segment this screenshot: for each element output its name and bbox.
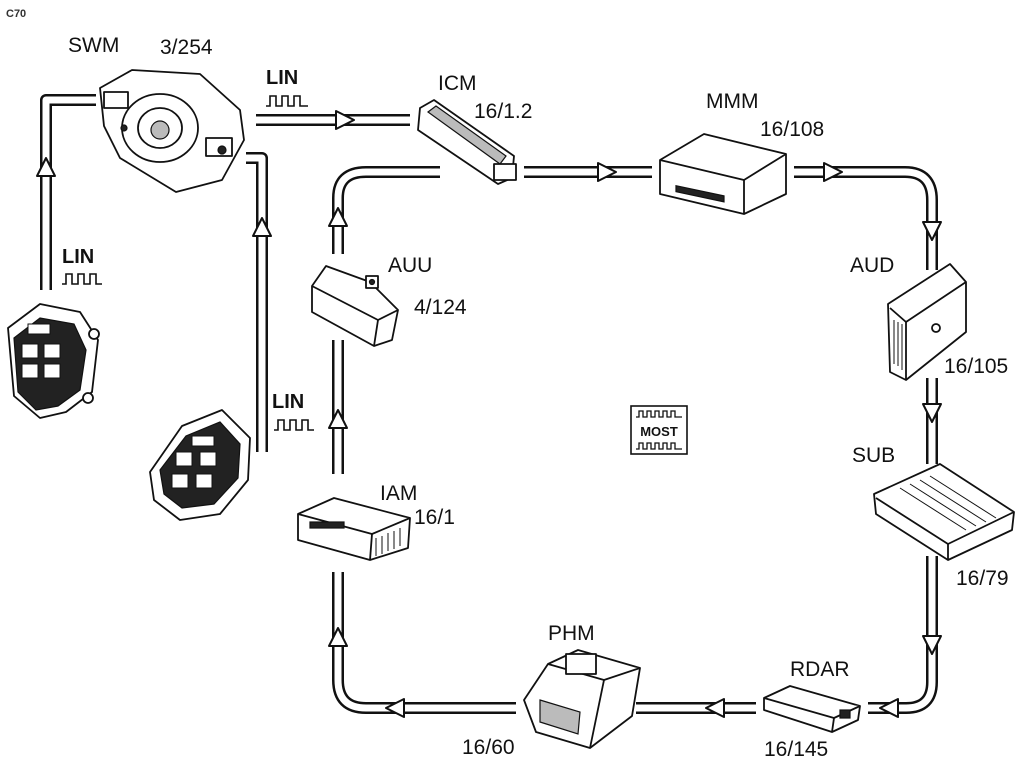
arrow-swm-to-icm: [256, 110, 410, 130]
most-badge-label: MOST: [640, 424, 678, 439]
arrow-left-keypad-to-swm: [36, 94, 96, 290]
iam-code: 16/1: [414, 506, 455, 529]
arrow-sub-to-rdar: [868, 556, 942, 718]
sub-code: 16/79: [956, 567, 1009, 590]
arrow-phm-to-iam: [328, 572, 516, 718]
mmm-module: [659, 133, 787, 215]
swm-module: [99, 69, 245, 193]
phm-name: PHM: [548, 622, 595, 645]
lin-label-top: LIN: [266, 67, 308, 107]
icm-display: [417, 99, 517, 185]
arrow-auu-to-icm: [328, 166, 440, 254]
aud-code: 16/105: [944, 355, 1008, 378]
arrow-aud-to-sub: [922, 378, 942, 464]
sub-name: SUB: [852, 444, 895, 467]
square-wave-icon: [62, 273, 102, 285]
left-steering-keypad: [7, 303, 100, 419]
svg-text:LIN: LIN: [266, 67, 298, 89]
arrow-iam-to-auu: [328, 340, 348, 474]
phm-module: [523, 649, 641, 749]
arrow-mmm-to-aud: [794, 162, 942, 270]
corner-label: C70: [6, 8, 26, 20]
square-wave-icon: [274, 419, 314, 431]
iam-name: IAM: [380, 482, 417, 505]
sub-module: [873, 463, 1015, 561]
mmm-name: MMM: [706, 90, 758, 113]
arrow-right-keypad-to-swm: [246, 152, 272, 452]
icm-code: 16/1.2: [474, 100, 532, 123]
svg-text:LIN: LIN: [272, 391, 304, 413]
swm-code: 3/254: [160, 36, 213, 59]
phm-code: 16/60: [462, 736, 515, 759]
rdar-name: RDAR: [790, 658, 850, 681]
most-ring: [328, 162, 942, 718]
right-steering-keypad: [149, 409, 251, 521]
aud-module: [887, 263, 967, 381]
mmm-code: 16/108: [760, 118, 824, 141]
square-wave-icon: [266, 95, 308, 107]
auu-module: [311, 265, 399, 347]
arrow-icm-to-mmm: [524, 162, 652, 182]
arrow-rdar-to-phm: [636, 698, 756, 718]
svg-text:LIN: LIN: [62, 246, 94, 268]
lin-label-middle: LIN: [272, 391, 314, 431]
rdar-module: [763, 685, 861, 733]
aud-name: AUD: [850, 254, 894, 277]
lin-label-left: LIN: [62, 246, 102, 285]
swm-name: SWM: [68, 34, 119, 57]
auu-code: 4/124: [414, 296, 467, 319]
iam-module: [297, 497, 411, 561]
rdar-code: 16/145: [764, 738, 828, 761]
auu-name: AUU: [388, 254, 432, 277]
icm-name: ICM: [438, 72, 477, 95]
most-badge: MOST: [630, 405, 688, 455]
lin-links: [36, 94, 410, 452]
